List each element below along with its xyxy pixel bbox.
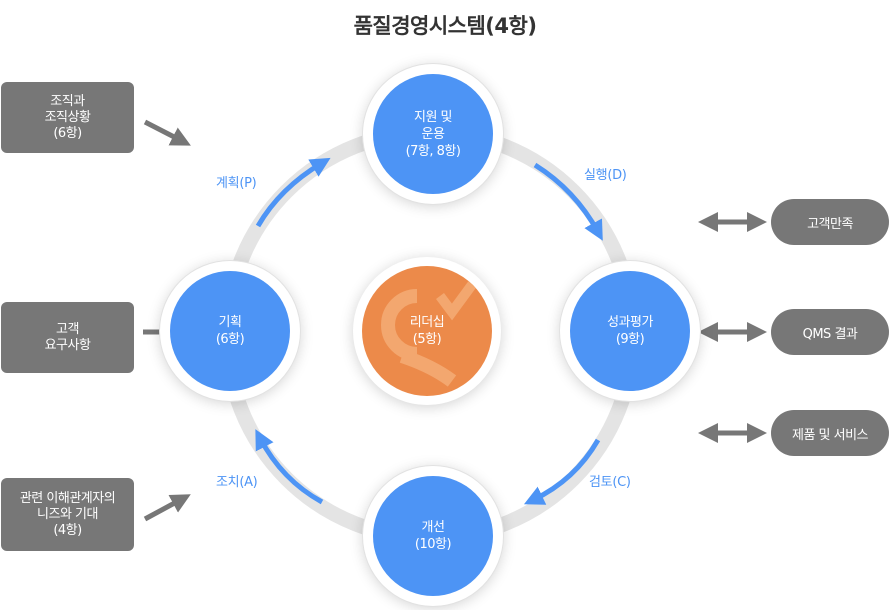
input-context-box: 조직과 조직상황 (6항) — [1, 82, 134, 153]
output-products-pill: 제품 및 서비스 — [771, 410, 889, 456]
input-requirements-box: 고객 요구사항 — [1, 302, 134, 373]
output-satisfaction-pill: 고객만족 — [771, 199, 889, 245]
center-label: 리더십 (5항) — [409, 315, 445, 347]
plan-arrow — [255, 157, 331, 228]
act-arrow — [255, 429, 324, 505]
context-arrow — [143, 119, 191, 146]
logo-watermark-icon — [381, 279, 479, 387]
node-performance-evaluation: 성과평가 (9항) — [570, 271, 690, 391]
phase-plan-label: 계획(P) — [216, 176, 257, 191]
needs-arrow — [143, 494, 191, 522]
node-improvement: 개선 (10항) — [373, 476, 493, 596]
phase-do-label: 실행(D) — [584, 168, 627, 183]
node-planning: 기획 (6항) — [170, 271, 290, 391]
node-label: 기획 (6항) — [215, 315, 245, 347]
node-label: 성과평가 (9항) — [607, 315, 653, 347]
do-arrow — [533, 162, 603, 241]
diagram-title: 품질경영시스템(4항) — [353, 14, 537, 38]
output-qms-results-pill: QMS 결과 — [771, 309, 889, 355]
node-support-operation: 지원 및 운용 (7항, 8항) — [373, 74, 493, 194]
node-label: 지원 및 운용 (7항, 8항) — [405, 109, 461, 159]
check-arrow — [523, 438, 601, 505]
input-needs-box: 관련 이해관계자의 니즈와 기대 (4항) — [1, 478, 134, 551]
node-label: 개선 (10항) — [414, 520, 452, 552]
phase-check-label: 검토(C) — [589, 475, 631, 490]
phase-act-label: 조치(A) — [216, 475, 258, 490]
center-leadership: 리더십 (5항) — [362, 266, 492, 396]
